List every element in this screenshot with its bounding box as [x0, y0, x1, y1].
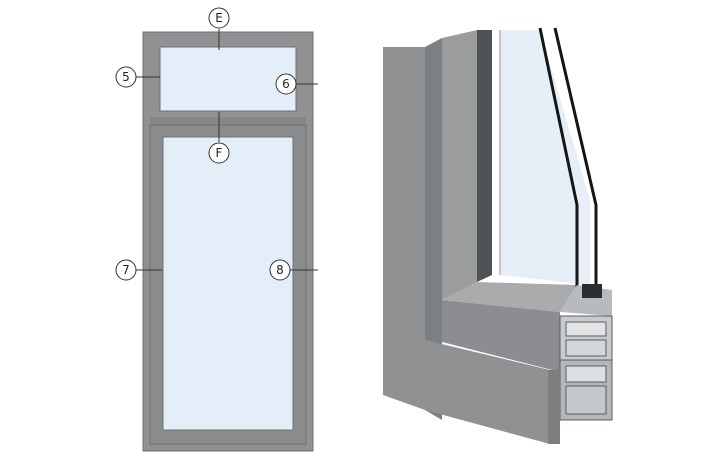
callout-circle-f	[208, 142, 230, 164]
profile-sill-front	[442, 300, 560, 372]
transom-bar	[150, 117, 306, 125]
callout-circle-6	[275, 73, 297, 95]
callout-label-e: E	[215, 11, 223, 25]
callout-circle-7	[115, 259, 137, 281]
callout-label-5: 5	[122, 70, 130, 84]
profile-glass	[500, 30, 590, 285]
glass-pane-line-2	[553, 27, 598, 292]
profile-chamber-3	[565, 365, 607, 383]
profile-chamber-2	[565, 339, 607, 357]
profile-end-face	[548, 370, 560, 444]
profile-chamber-4	[565, 385, 607, 415]
profile-horizontal-face	[425, 340, 550, 444]
profile-sill-slope	[442, 282, 577, 312]
transom-glass	[159, 46, 297, 112]
main-glass	[162, 136, 294, 431]
profile-gasket-vertical	[477, 30, 492, 282]
callout-circle-5	[115, 66, 137, 88]
callout-label-6: 6	[282, 77, 290, 91]
profile-chamber-1	[565, 321, 607, 337]
profile-section	[383, 27, 613, 444]
callout-label-7: 7	[122, 263, 130, 277]
window-elevation	[142, 31, 314, 452]
callout-circle-8	[269, 259, 291, 281]
profile-thermal-break	[582, 284, 602, 298]
glass-pane-line-1	[538, 27, 579, 288]
callout-circle-e	[208, 7, 230, 29]
callout-label-f: F	[216, 146, 223, 160]
profile-vertical-face	[383, 47, 425, 410]
callout-label-8: 8	[276, 263, 284, 277]
profile-vertical-bevel	[425, 38, 442, 420]
profile-vertical-inner	[442, 30, 477, 300]
callouts: E 5 6 F 7 8	[115, 7, 318, 281]
